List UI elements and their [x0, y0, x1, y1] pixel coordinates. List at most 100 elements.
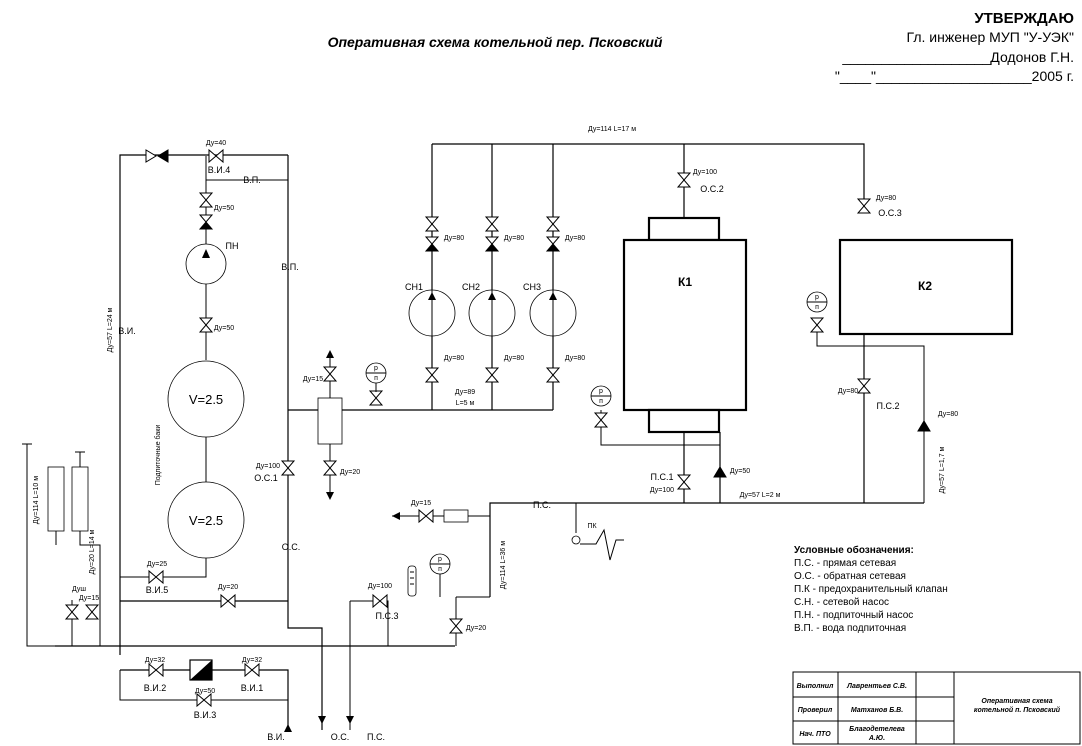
pipe-label-main-top: Ду=114 L=17 м: [588, 126, 636, 133]
tank-upper-volume: V=2.5: [189, 392, 223, 407]
bottom-label-ps: П.С.: [367, 732, 385, 742]
pipe-du15-b: Ду=15: [411, 500, 431, 507]
valve-vi1: В.И.1: [241, 683, 263, 693]
valve-ps2: П.С.2: [877, 401, 900, 411]
gauge-4-p: р: [438, 556, 442, 563]
thermometer: [407, 565, 417, 597]
pressure-gauge-2: р п: [590, 385, 612, 428]
pipe-label-mid-v: Ду=114 L=36 м: [500, 541, 507, 589]
pipe-du50-d: Ду=50: [195, 688, 215, 695]
pipe-du80-3: Ду=80: [565, 235, 585, 242]
pump-label-ch3: СН3: [523, 282, 541, 292]
tank-lower-volume: V=2.5: [189, 513, 223, 528]
pipe-du80-os3: Ду=80: [876, 195, 896, 202]
pipe-du-sh: Душ: [72, 586, 86, 593]
network-pump-ch1: [408, 216, 456, 383]
boiler-k1: [600, 172, 748, 503]
pipe-du80-2: Ду=80: [504, 235, 524, 242]
valve-os3: О.С.3: [878, 208, 902, 218]
legend-item-pn: П.Н. - подпиточный насос: [794, 610, 913, 621]
gauge-3-n: п: [815, 304, 819, 311]
supply-collector: [392, 502, 924, 597]
gauge-3-p: р: [815, 294, 819, 301]
network-pump-ch2: [468, 216, 516, 383]
pressure-gauge-4: р п: [429, 553, 451, 597]
approval-position: Гл. инженер МУП "У-УЭК": [907, 29, 1074, 45]
stamp-r3-name-2: А.Ю.: [868, 735, 885, 742]
pipe-label-k-bottom: Ду=57 L=2 м: [740, 492, 781, 499]
gauge-4-n: п: [438, 566, 442, 573]
pipe-l5: L=5 м: [456, 400, 475, 407]
legend-item-sn: С.Н. - сетевой насос: [794, 597, 889, 608]
legend-item-pk: П.К - предохранительный клапан: [794, 584, 948, 595]
stamp-r1-name: Лаврентьев С.В.: [846, 683, 907, 690]
pipe-du15-a: Ду=15: [303, 376, 323, 383]
pipe-du50-b: Ду=50: [214, 325, 234, 332]
stamp-title-2: котельной п. Псковский: [974, 706, 1061, 714]
gauge-2-p: р: [599, 388, 603, 395]
valve-os2: О.С.2: [700, 184, 724, 194]
approval-date: "____"____________________2005 г.: [835, 68, 1074, 84]
valve-vi5: В.И.5: [146, 585, 168, 595]
gauge-2-n: п: [599, 398, 603, 405]
bottom-label-vi: В.И.: [267, 732, 284, 742]
boiler-label-k2: К2: [918, 279, 932, 293]
legend-item-os: О.С. - обратная сетевая: [794, 570, 906, 582]
pipe-du80-1: Ду=80: [444, 235, 464, 242]
pipe-du50-a: Ду=50: [214, 205, 234, 212]
return-line: [281, 155, 383, 730]
valve-vi4: В.И.4: [208, 165, 230, 175]
title-block: [792, 671, 1081, 745]
pump-label-ch1: СН1: [405, 282, 423, 292]
pipe-du80-5: Ду=80: [504, 355, 524, 362]
tanks-caption: Подпиточные баки: [154, 425, 162, 486]
pipe-du40: Ду=40: [206, 140, 226, 147]
legend-item-vp: В.П. - вода подпиточная: [794, 623, 906, 634]
lower-manifolds: [55, 594, 490, 732]
stamp-r2-label: Проверил: [798, 707, 833, 714]
pipe-du100-ps3: Ду=100: [368, 583, 392, 590]
pipe-du25: Ду=25: [147, 561, 167, 568]
stamp-r3-label: Нач. ПТО: [799, 731, 831, 738]
pipe-du20-a: Ду=20: [340, 469, 360, 476]
pipe-du100-os2: Ду=100: [693, 169, 717, 176]
boiler-label-k1: К1: [678, 275, 692, 289]
pipe-du80-ps2: Ду=80: [838, 388, 858, 395]
stamp-r1-label: Выполнил: [797, 683, 834, 690]
pipe-label-far-left-a: Ду=114 L=10 м: [33, 476, 40, 524]
valve-ps3: П.С.3: [376, 611, 399, 621]
pipe-du32-a: Ду=32: [145, 657, 165, 664]
legend: Условные обозначения: П.С. - прямая сете…: [794, 544, 948, 634]
legend-title: Условные обозначения:: [794, 544, 914, 556]
boiler-k2: [816, 198, 1014, 503]
line-label-ps-mid: П.С.: [533, 500, 551, 510]
pipe-du100-ps1: Ду=100: [650, 487, 674, 494]
pipe-label-k2-right: Ду=57 L=1,7 м: [939, 446, 946, 493]
far-left-heat-exchangers: [22, 443, 101, 647]
valve-pk: ПК: [587, 523, 597, 530]
gauge-1-n: п: [374, 375, 378, 382]
pipe-du20-b: Ду=20: [218, 584, 238, 591]
valve-ps1: П.С.1: [651, 472, 674, 482]
pipe-label-left-v: Ду=57 L=24 м: [107, 307, 114, 352]
line-label-os-mid: О.С.: [282, 542, 301, 552]
valve-os1: О.С.1: [254, 473, 278, 483]
pipe-label-far-left-b: Ду=20 L=14 м: [89, 529, 96, 574]
pump-label-pn: ПН: [226, 241, 239, 251]
pipe-du80-r: Ду=80: [938, 411, 958, 418]
legend-item-ps: П.С. - прямая сетевая: [794, 558, 896, 569]
valve-vi3: В.И.3: [194, 710, 216, 720]
valve-vi2: В.И.2: [144, 683, 166, 693]
pipe-du15-c: Ду=15: [79, 595, 99, 602]
line-label-vp-mid: В.П.: [281, 262, 298, 272]
gauge-1-p: р: [374, 365, 378, 372]
pressure-gauge-1: р п: [365, 362, 387, 392]
line-label-vi: В.И.: [118, 326, 135, 336]
network-pump-ch3: [529, 216, 577, 383]
stamp-title-1: Оперативная схема: [981, 698, 1052, 705]
pipe-du80-6: Ду=80: [565, 355, 585, 362]
makeup-circuit: [119, 149, 288, 655]
bottom-label-os: О.С.: [331, 732, 350, 742]
